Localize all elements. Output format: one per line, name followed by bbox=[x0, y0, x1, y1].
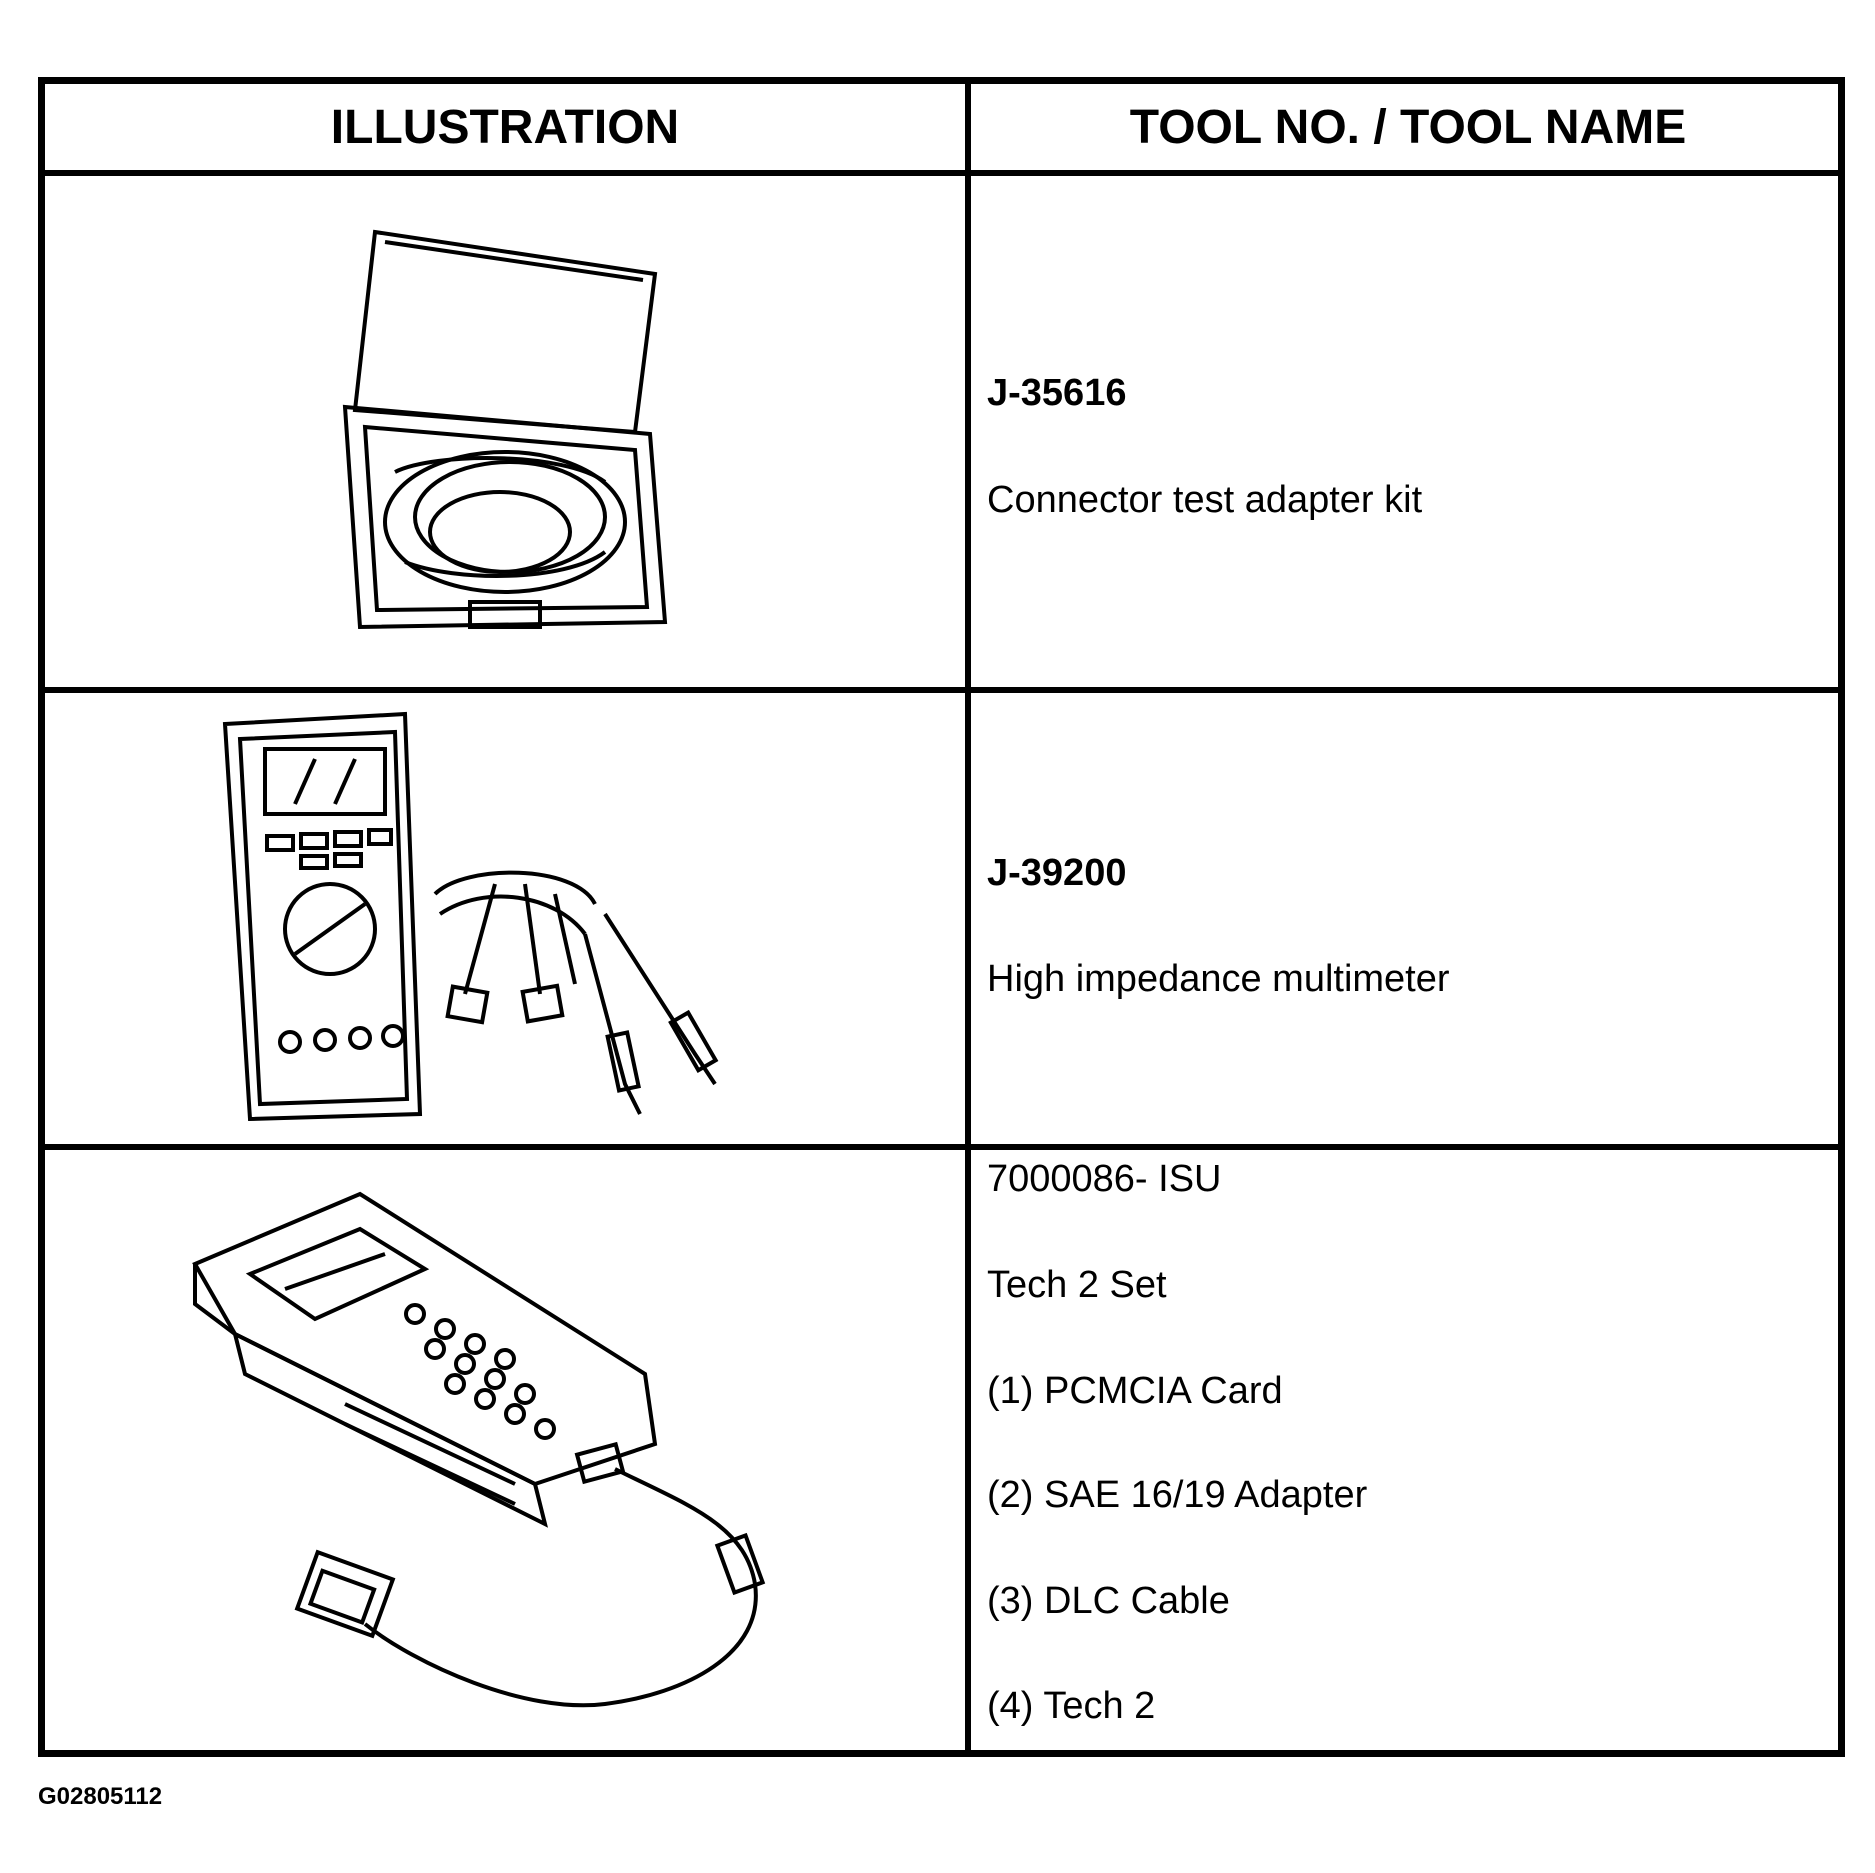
tool-name-cell: J-35616 Connector test adapter kit bbox=[971, 176, 1841, 687]
tool-set-line: (3) DLC Cable bbox=[987, 1580, 1230, 1622]
tool-set-line: (2) SAE 16/19 Adapter bbox=[987, 1474, 1368, 1516]
tool-set-line: (4) Tech 2 bbox=[987, 1685, 1156, 1727]
connector-test-adapter-kit-icon bbox=[342, 229, 668, 629]
header-tool-name: TOOL NO. / TOOL NAME bbox=[1129, 100, 1687, 154]
tool-table: ILLUSTRATION TOOL NO. / TOOL NAME J-3561… bbox=[38, 77, 1845, 1757]
figure-id: G02805112 bbox=[38, 1783, 163, 1810]
tool-set-line: 7000086- ISU bbox=[987, 1158, 1222, 1200]
row-divider bbox=[45, 687, 1838, 693]
row-divider bbox=[45, 1144, 1838, 1150]
illustration-cell bbox=[45, 176, 965, 687]
tool-name-cell: J-39200 High impedance multimeter bbox=[971, 693, 1841, 1144]
column-divider bbox=[965, 84, 971, 1750]
tool-set-line: Tech 2 Set bbox=[987, 1264, 1167, 1306]
tech2-scan-tool-icon bbox=[192, 1191, 766, 1707]
row-divider bbox=[45, 170, 1838, 176]
tool-number: J-39200 bbox=[987, 852, 1127, 894]
header-illustration: ILLUSTRATION bbox=[330, 100, 680, 154]
multimeter-icon bbox=[222, 711, 719, 1121]
illustration-cell bbox=[45, 693, 965, 1144]
tool-name: High impedance multimeter bbox=[987, 958, 1450, 1000]
tool-number: J-35616 bbox=[987, 372, 1127, 414]
illustration-cell bbox=[45, 1150, 965, 1757]
tool-name: Connector test adapter kit bbox=[987, 479, 1423, 521]
tool-name-cell: 7000086- ISU Tech 2 Set (1) PCMCIA Card … bbox=[971, 1150, 1841, 1757]
tool-set-line: (1) PCMCIA Card bbox=[987, 1370, 1283, 1412]
